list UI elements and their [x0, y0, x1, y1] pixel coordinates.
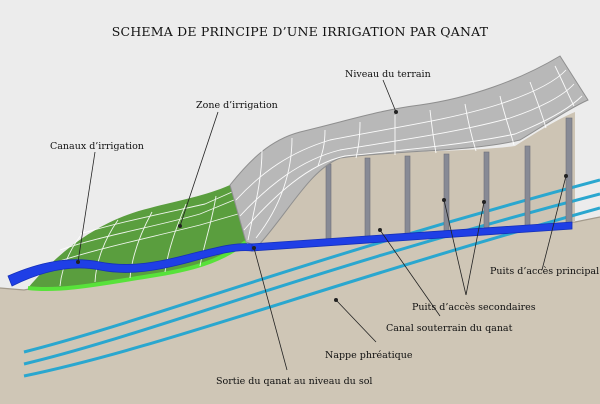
main-shaft — [565, 117, 573, 225]
leader-lines — [77, 79, 567, 371]
label-irrigation-canals: Canaux d’irrigation — [50, 141, 144, 152]
label-qanat-outlet: Sortie du qanat au niveau du sol — [216, 376, 372, 387]
soil-cross-section — [0, 217, 600, 404]
irrigation-canal — [7, 243, 253, 287]
secondary-shaft-2 — [364, 157, 371, 239]
secondary-shaft-4 — [443, 153, 450, 235]
secondary-shaft-1 — [325, 163, 332, 241]
terrain-surface — [229, 55, 589, 247]
label-ground-level: Niveau du terrain — [345, 69, 431, 80]
secondary-shaft-5 — [483, 151, 490, 232]
label-secondary-shafts: Puits d’accès secondaires — [412, 302, 536, 313]
irrigation-field-edge — [27, 240, 248, 292]
label-underground-canal: Canal souterrain du qanat — [386, 323, 513, 334]
secondary-shaft-3 — [404, 155, 411, 237]
soil-under-plateau — [258, 112, 575, 246]
label-main-shaft: Puits d’accès principal — [490, 266, 599, 277]
water-table — [23, 178, 600, 378]
terrain-grid — [235, 65, 583, 241]
label-water-table: Nappe phréatique — [325, 350, 413, 361]
leader-dots — [76, 110, 568, 302]
diagram-title: SCHEMA DE PRINCIPE D’UNE IRRIGATION PAR … — [112, 24, 489, 39]
label-irrigation-zone: Zone d’irrigation — [196, 100, 278, 111]
secondary-shaft-6 — [524, 145, 531, 229]
